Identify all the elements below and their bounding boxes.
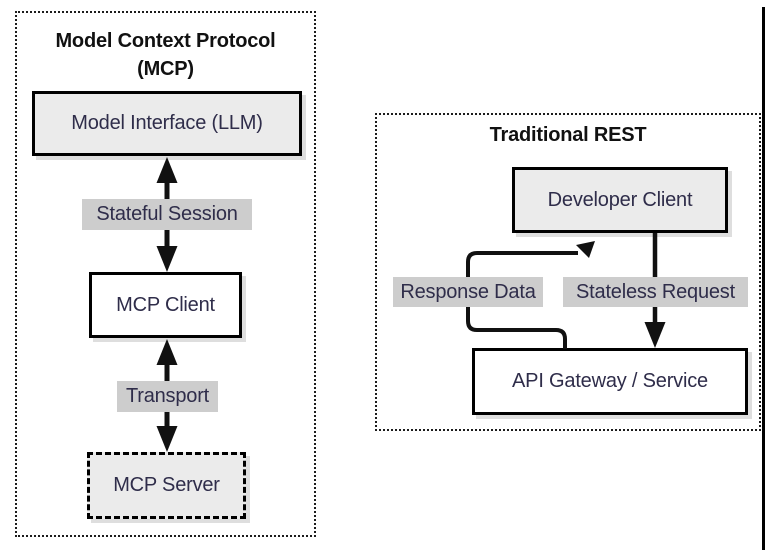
- developer-client-node: Developer Client: [512, 167, 728, 233]
- mcp-title-line1: Model Context Protocol: [55, 30, 276, 52]
- stateful-session-label: Stateful Session: [82, 199, 252, 230]
- rest-panel-title: Traditional REST: [489, 124, 647, 146]
- window-edge-line: [762, 7, 765, 550]
- model-interface-node: Model Interface (LLM): [32, 91, 302, 156]
- stateless-request-label: Stateless Request: [563, 277, 748, 307]
- response-data-label: Response Data: [393, 277, 543, 307]
- api-gateway-node: API Gateway / Service: [472, 348, 748, 415]
- mcp-client-node: MCP Client: [89, 272, 242, 338]
- rest-panel: Traditional REST: [375, 113, 761, 431]
- mcp-server-node: MCP Server: [87, 452, 246, 519]
- mcp-title-line2: (MCP): [137, 58, 194, 80]
- mcp-panel-title: Model Context Protocol (MCP): [17, 27, 314, 83]
- response-data-arrow-icon: [466, 241, 595, 349]
- mcp-panel: Model Context Protocol (MCP): [15, 11, 316, 537]
- transport-label: Transport: [117, 381, 218, 412]
